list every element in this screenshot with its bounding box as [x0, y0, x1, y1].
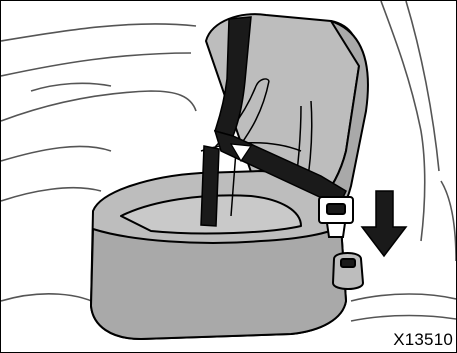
down-arrow-icon	[362, 191, 406, 256]
figure-code: X13510	[393, 330, 453, 350]
buckle-receiver-icon	[333, 253, 363, 289]
